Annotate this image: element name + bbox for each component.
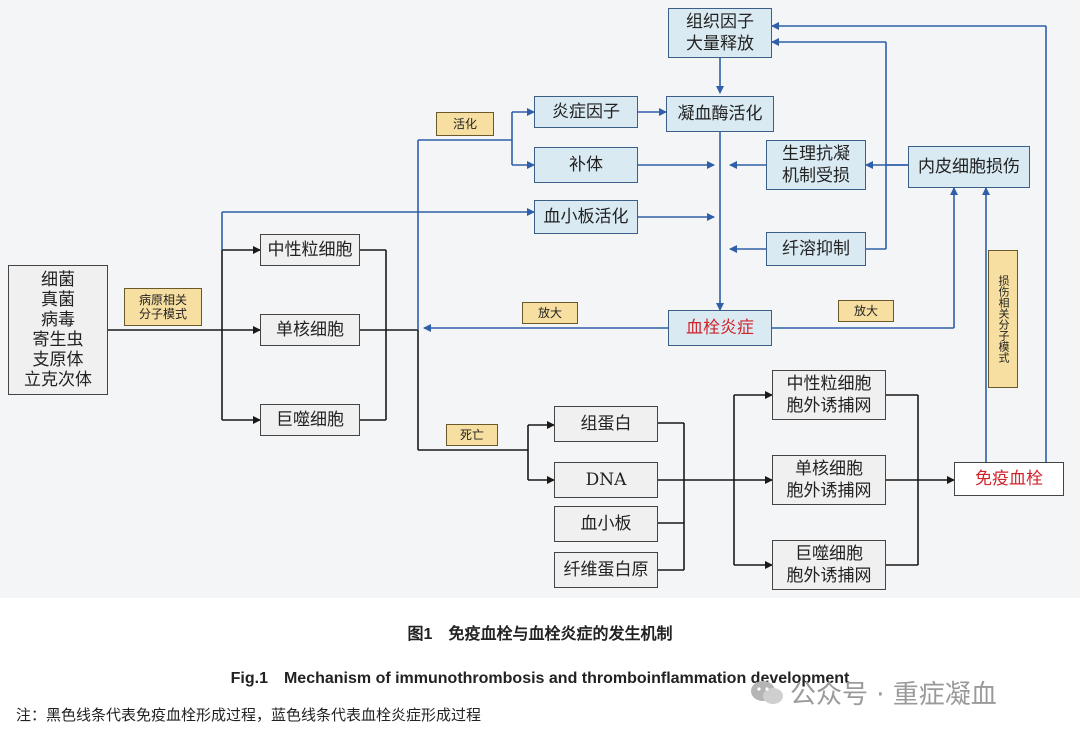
inflammatory-factors-box: 炎症因子 bbox=[534, 96, 638, 128]
endothelial-damage-box: 内皮细胞损伤 bbox=[908, 146, 1030, 188]
fibrinogen-box: 纤维蛋白原 bbox=[554, 552, 658, 588]
net-macrophage-box: 巨噬细胞 胞外诱捕网 bbox=[772, 540, 886, 590]
monocyte-box: 单核细胞 bbox=[260, 314, 360, 346]
net-monocyte-box: 单核细胞 胞外诱捕网 bbox=[772, 455, 886, 505]
pamp-tag: 病原相关 分子模式 bbox=[124, 288, 202, 326]
net-neutrophil-box: 中性粒细胞 胞外诱捕网 bbox=[772, 370, 886, 420]
watermark: 公众号 · 重症凝血 bbox=[750, 674, 997, 711]
figure-title-en: Fig.1 Mechanism of immunothrombosis and … bbox=[230, 670, 850, 687]
tissue-factor-box: 组织因子 大量释放 bbox=[668, 8, 772, 58]
thromboinflammation-box: 血栓炎症 bbox=[668, 310, 772, 346]
amplify-left-tag: 放大 bbox=[522, 302, 578, 324]
connector-lines bbox=[108, 22, 1047, 571]
death-tag: 死亡 bbox=[446, 424, 498, 446]
complement-box: 补体 bbox=[534, 147, 638, 183]
figure-title-cn: 图1 免疫血栓与血栓炎症的发生机制 bbox=[407, 626, 673, 643]
anticoag-damaged-box: 生理抗凝 机制受损 bbox=[766, 140, 866, 190]
amplify-right-tag: 放大 bbox=[838, 300, 894, 322]
activation-tag: 活化 bbox=[436, 112, 494, 136]
figure-note: 注：黑色线条代表免疫血栓形成过程，蓝色线条代表血栓炎症形成过程 bbox=[16, 706, 482, 724]
fibrinolysis-inhibition-box: 纤溶抑制 bbox=[766, 232, 866, 266]
platelet-box: 血小板 bbox=[554, 506, 658, 542]
dna-box: DNA bbox=[554, 462, 658, 498]
platelet-activation-box: 血小板活化 bbox=[534, 200, 638, 234]
immunothrombosis-box: 免疫血栓 bbox=[954, 462, 1064, 496]
coagulase-activation-box: 凝血酶活化 bbox=[666, 96, 774, 132]
neutrophil-box: 中性粒细胞 bbox=[260, 234, 360, 266]
pathogens-box: 细菌 真菌 病毒 寄生虫 支原体 立克次体 bbox=[8, 265, 108, 395]
wechat-icon bbox=[751, 680, 783, 704]
watermark-text: 公众号 · 重症凝血 bbox=[790, 680, 997, 710]
histone-box: 组蛋白 bbox=[554, 406, 658, 442]
macrophage-box: 巨噬细胞 bbox=[260, 404, 360, 436]
damp-tag: 损伤相关分子模式 bbox=[988, 250, 1018, 388]
